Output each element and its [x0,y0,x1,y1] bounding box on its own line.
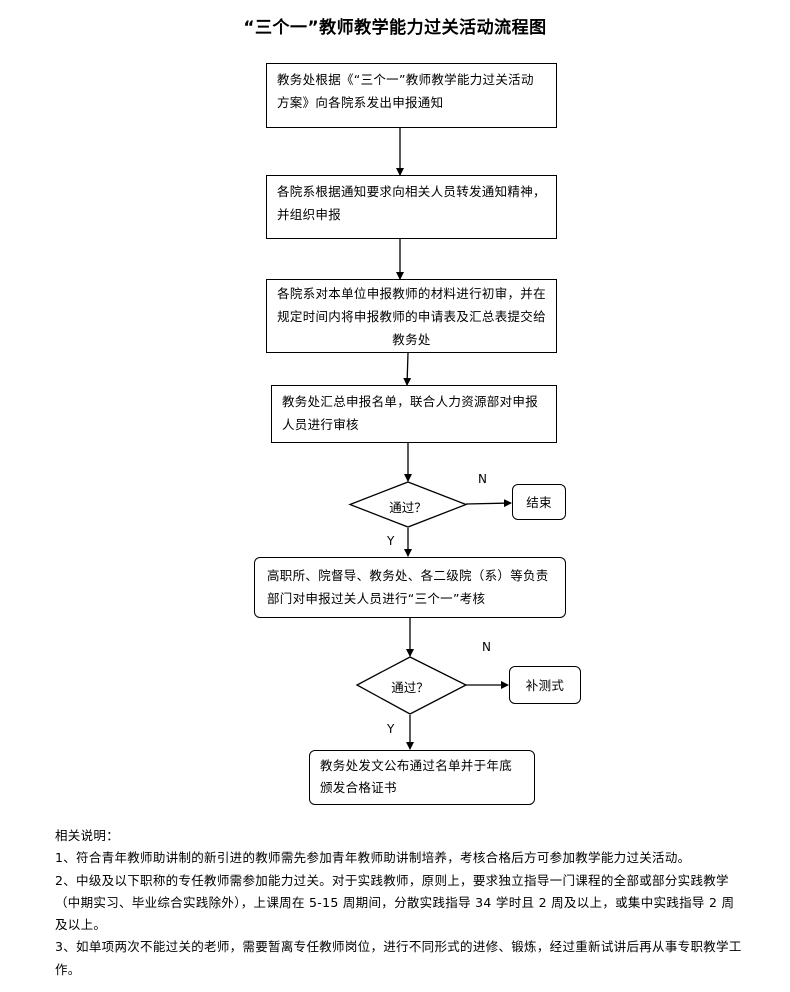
decision-diamond-1 [348,481,468,528]
arrow-d1-e1 [465,499,512,508]
decision-diamond-2 [355,656,468,715]
note-item-1: 1、符合青年教师助讲制的新引进的教师需先参加青年教师助讲制培养，考核合格后方可参… [55,850,691,866]
note-item-2: 2、中级及以下职称的专任教师需参加能力过关。对于实践教师，原则上，要求独立指导一… [55,872,735,933]
label-y-2: Y [387,722,395,736]
label-n-2: N [482,640,491,654]
step-preliminary-review: 各院系对本单位申报教师的材料进行初审，并在规定时间内将申报教师的申请表及汇总表提… [266,279,557,353]
retest-node: 补测式 [509,666,581,704]
step-assessment: 高职所、院督导、教务处、各二级院（系）等负责部门对申报过关人员进行“三个一”考核 [254,557,566,618]
notes-section: 相关说明： 1、符合青年教师助讲制的新引进的教师需先参加青年教师助讲制培养，考核… [55,825,745,981]
end-node: 结束 [512,484,566,520]
step-publish-certificate: 教务处发文公布通过名单并于年底颁发合格证书 [309,750,535,805]
step-forward-notice: 各院系根据通知要求向相关人员转发通知精神，并组织申报 [266,175,557,239]
note-item-3: 3、如单项两次不能过关的老师，需要暂离专任教师岗位，进行不同形式的进修、锻炼，经… [55,939,742,977]
decision-label-1: 通过？ [389,500,427,515]
label-y-1: Y [387,534,395,548]
arrow-s3-s4 [403,352,412,386]
step-publish-notice: 教务处根据《“三个一”教师教学能力过关活动方案》向各院系发出申报通知 [266,63,557,128]
decision-label-2: 通过？ [391,680,429,695]
label-n-1: N [478,472,487,486]
page-title: “三个一”教师教学能力过关活动流程图 [243,18,547,38]
step-summary-audit: 教务处汇总申报名单，联合人力资源部对申报人员进行审核 [271,385,557,443]
notes-heading: 相关说明： [55,828,120,843]
